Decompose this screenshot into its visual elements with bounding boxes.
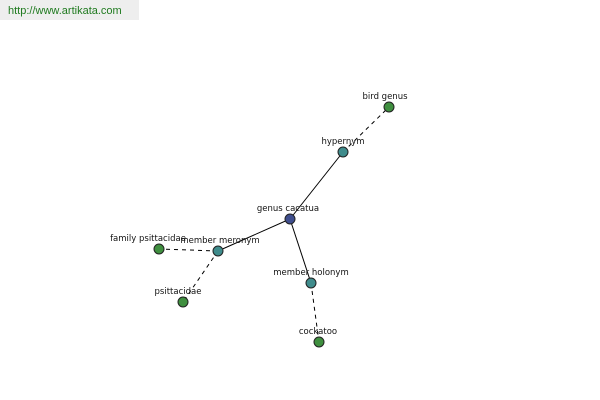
bird-genus-label[interactable]: bird genus [362, 92, 408, 102]
source-url-link[interactable]: http://www.artikata.com [0, 0, 139, 20]
psittacidae-node[interactable] [177, 296, 189, 308]
hypernym-label[interactable]: hypernym [321, 137, 364, 147]
genus-cacatua-node[interactable] [284, 213, 296, 225]
edge-member-meronym-family-psittacidae [158, 248, 219, 252]
member-holonym-label[interactable]: member holonym [273, 268, 348, 278]
bird-genus-node[interactable] [383, 101, 395, 113]
psittacidae-label[interactable]: psittacidae [155, 287, 202, 297]
cockatoo-label[interactable]: cockatoo [299, 327, 337, 337]
member-meronym-label[interactable]: member meronym [180, 236, 259, 246]
family-psittacidae-node[interactable] [153, 243, 165, 255]
edge-center-member-holonym [289, 218, 312, 284]
genus-cacatua-label[interactable]: genus cacatua [257, 204, 319, 214]
member-meronym-node[interactable] [212, 245, 224, 257]
member-holonym-node[interactable] [305, 277, 317, 289]
cockatoo-node[interactable] [313, 336, 325, 348]
edge-member-meronym-psittacidae [182, 250, 219, 303]
hypernym-node[interactable] [337, 146, 349, 158]
edge-center-member-meronym [217, 218, 291, 252]
family-psittacidae-label[interactable]: family psittacidae [110, 234, 186, 244]
edge-member-holonym-cockatoo [310, 282, 320, 343]
edge-hypernym-bird-genus [342, 106, 390, 153]
edge-center-hypernym [289, 151, 344, 220]
graph-edges [158, 106, 390, 343]
graph-nodes [153, 101, 395, 348]
graph-labels: genus cacatua hypernym member meronym membe… [110, 92, 408, 337]
